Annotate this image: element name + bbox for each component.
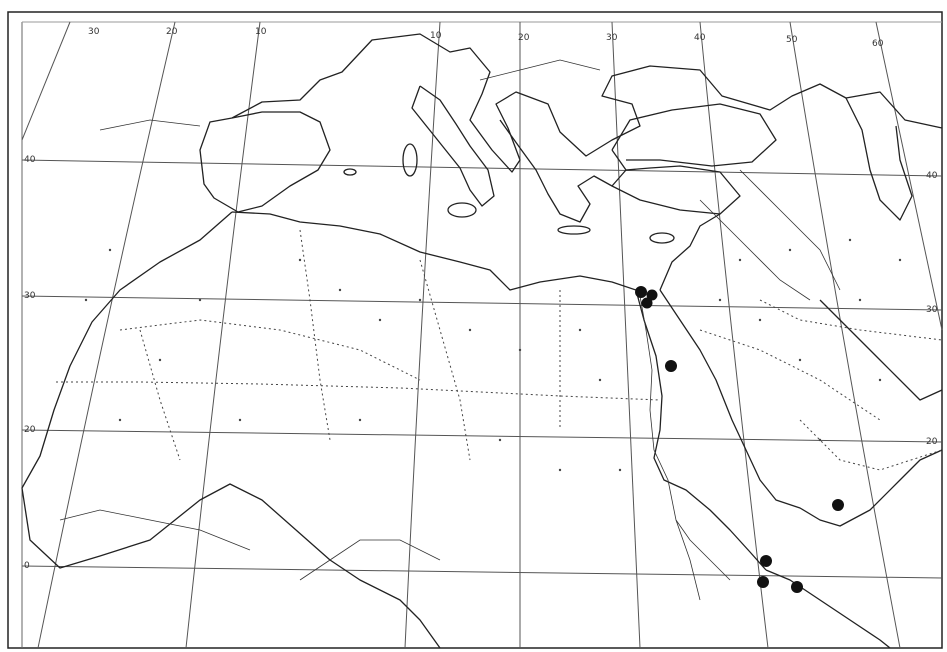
top-tick-label: 30 <box>606 33 618 43</box>
right-tick-label: 40 <box>926 171 938 181</box>
red-sea-west-coastline <box>635 289 767 571</box>
left-tick-label: 20 <box>24 425 36 435</box>
caspian-coastline <box>845 97 913 221</box>
africa-coastline <box>21 211 441 649</box>
meridians <box>21 21 943 649</box>
italy-coastline <box>411 85 495 207</box>
right-tick-label: 20 <box>926 437 938 447</box>
occurrence-point <box>791 581 803 593</box>
iberia-coastline <box>199 111 331 213</box>
occurrence-point <box>832 499 844 511</box>
rivers <box>59 59 841 601</box>
borders <box>56 229 943 471</box>
red-sea-east-coastline <box>659 289 943 527</box>
europe-coastline <box>231 33 943 173</box>
horn-of-africa-coastline <box>765 569 891 649</box>
top-tick-label: 20 <box>166 27 178 37</box>
balkans-coastline <box>499 119 627 223</box>
occurrence-points <box>635 286 844 593</box>
top-tick-label: 10 <box>255 27 267 37</box>
left-tick-label: 0 <box>24 561 30 571</box>
place-marks <box>84 238 902 472</box>
sicily <box>447 202 477 218</box>
occurrence-point <box>635 286 647 298</box>
left-tick-label: 40 <box>24 155 36 165</box>
occurrence-point <box>641 297 653 309</box>
levant-coastline <box>659 213 721 291</box>
balearics <box>343 168 357 176</box>
occurrence-point <box>757 576 769 588</box>
top-tick-label: 60 <box>872 39 884 49</box>
right-tick-label: 30 <box>926 305 938 315</box>
top-tick-label: 20 <box>518 33 530 43</box>
sardinia <box>402 143 418 177</box>
anatolia-coastline <box>611 165 741 215</box>
map-frame <box>7 11 943 649</box>
crete <box>557 225 591 235</box>
left-tick-label: 30 <box>24 291 36 301</box>
top-tick-label: 30 <box>88 27 100 37</box>
top-tick-label: 10 <box>430 31 442 41</box>
occurrence-point <box>646 289 658 301</box>
cyprus <box>649 232 675 244</box>
top-tick-label: 40 <box>694 33 706 43</box>
north-africa-coastline <box>231 211 637 291</box>
black-sea-coastline <box>611 103 777 167</box>
persian-gulf-coastline <box>819 299 943 401</box>
top-tick-label: 50 <box>786 35 798 45</box>
occurrence-point <box>760 555 772 567</box>
occurrence-point <box>665 360 677 372</box>
